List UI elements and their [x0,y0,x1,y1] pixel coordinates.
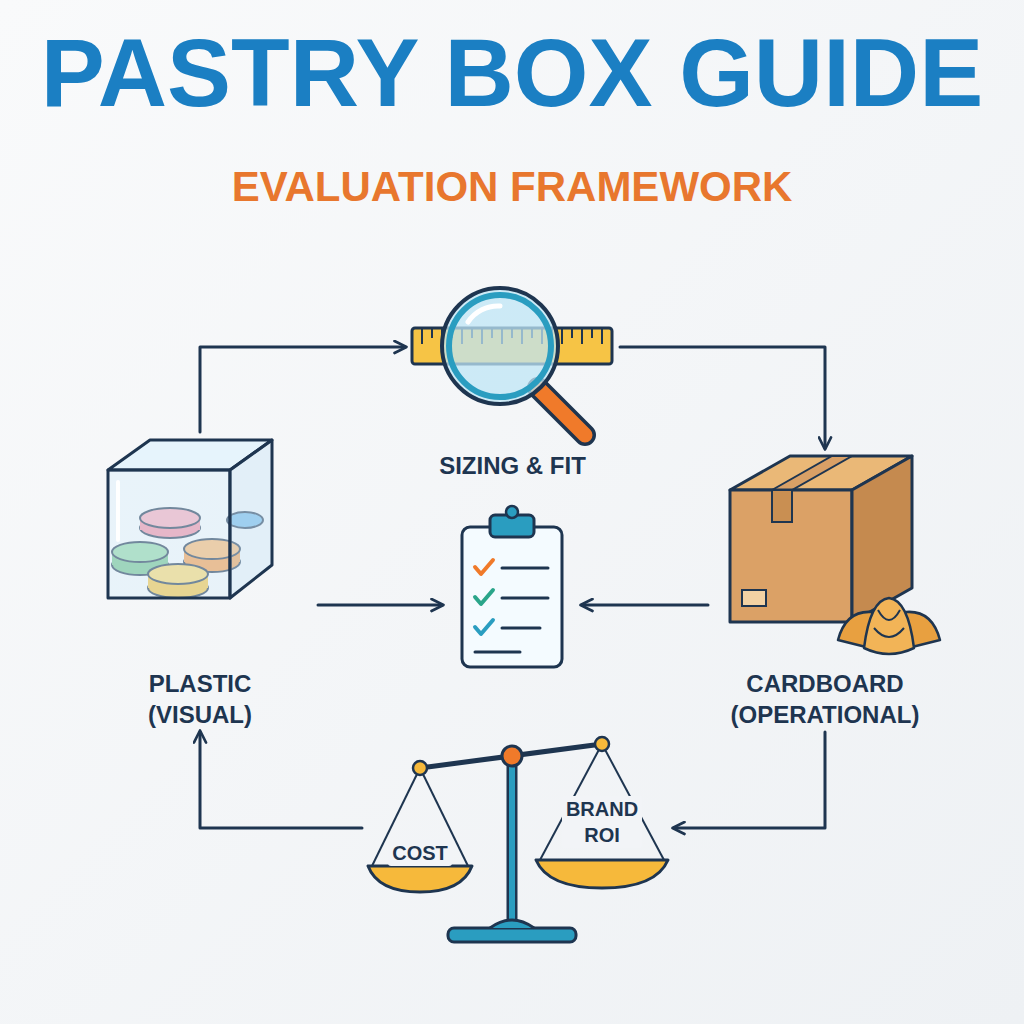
magnifier-icon [412,288,612,435]
page-title: PASTRY BOX GUIDE [0,20,1024,126]
magnifier-icon-part-part [421,328,423,344]
checklist-icon-part [506,506,518,518]
magnifier-icon-part-part [581,328,583,344]
node-label: CARDBOARD (OPERATIONAL) [731,668,920,730]
feed-arrow-part [318,604,442,607]
balance-scale-icon-part [509,752,515,930]
node-label: PLASTIC (VISUAL) [148,668,252,730]
flow-arrow [620,347,825,448]
magnifier-icon-part [538,388,585,435]
magnifier-icon-part-part [571,328,573,338]
cardboard-box-icon-part [742,590,766,606]
checklist-icon-part [475,620,493,634]
cardboard-box-icon-part [772,490,792,522]
balance-scale-icon-part [507,752,518,930]
balance-scale-icon [368,737,668,942]
cardboard-box-icon-part [730,490,852,622]
flow-arrow [200,347,405,432]
checklist-icon-part [475,590,493,604]
checklist-icon-part-part [502,567,548,570]
tradeoff-node: COST BRAND ROI [362,722,674,948]
feed-arrow-part [582,604,708,607]
magnifier-icon-part [468,306,500,322]
cardboard-box-icon [730,456,912,622]
checklist-icon-part [475,568,548,652]
stage-node: PLASTIC (VISUAL) [95,432,305,732]
plastic-box-icon-part [116,482,120,540]
balance-scale-icon-part [420,744,602,768]
balance-scale-icon-part [490,920,534,928]
balance-scale-icon-part [502,746,522,766]
balance-scale-icon-part [372,744,664,866]
balance-scale-icon-part [368,866,472,892]
plastic-box-icon [108,440,272,598]
checklist-icon-part [462,527,562,667]
magnifier-icon-part [538,388,585,435]
cardboard-box-icon-part [772,456,852,490]
flow-arrow [674,732,825,828]
magnifier-icon-part [449,295,551,397]
node-label: BRAND ROI [562,796,642,848]
checklist-icon-part-part [502,597,548,600]
flow-arrow [200,732,362,828]
plastic-box-icon-part [230,440,272,598]
checklist-icon-part-part [502,627,540,630]
feed-arrow [318,604,708,607]
subtitle: EVALUATION FRAMEWORK [0,164,1024,210]
node-label: COST [388,840,452,866]
croissant-icon [838,598,940,654]
checklist-icon [462,506,562,667]
balance-scale-icon-part [595,737,609,751]
checklist-icon-part [475,560,493,574]
balance-scale-icon-part [413,761,427,775]
magnifier-icon-part [442,288,558,404]
magnifier-icon-part-part [431,328,433,338]
balance-scale-icon-part [536,860,668,888]
node-label: SIZING & FIT [439,450,586,481]
balance-scale-icon-part [448,928,576,942]
magnifier-icon-part-part [561,328,563,344]
croissant-icon-part [874,610,904,637]
cardboard-box-icon-part [852,456,912,622]
magnifier-icon-part-part [591,328,593,338]
stage-node: CARDBOARD (OPERATIONAL) [720,448,930,732]
plastic-box-icon-part [108,470,230,598]
checklist-icon-part-part [475,651,520,654]
magnifier-icon-part-part [601,328,603,344]
stage-node: SIZING & FIT [405,285,620,485]
croissant-icon-part [864,598,914,654]
